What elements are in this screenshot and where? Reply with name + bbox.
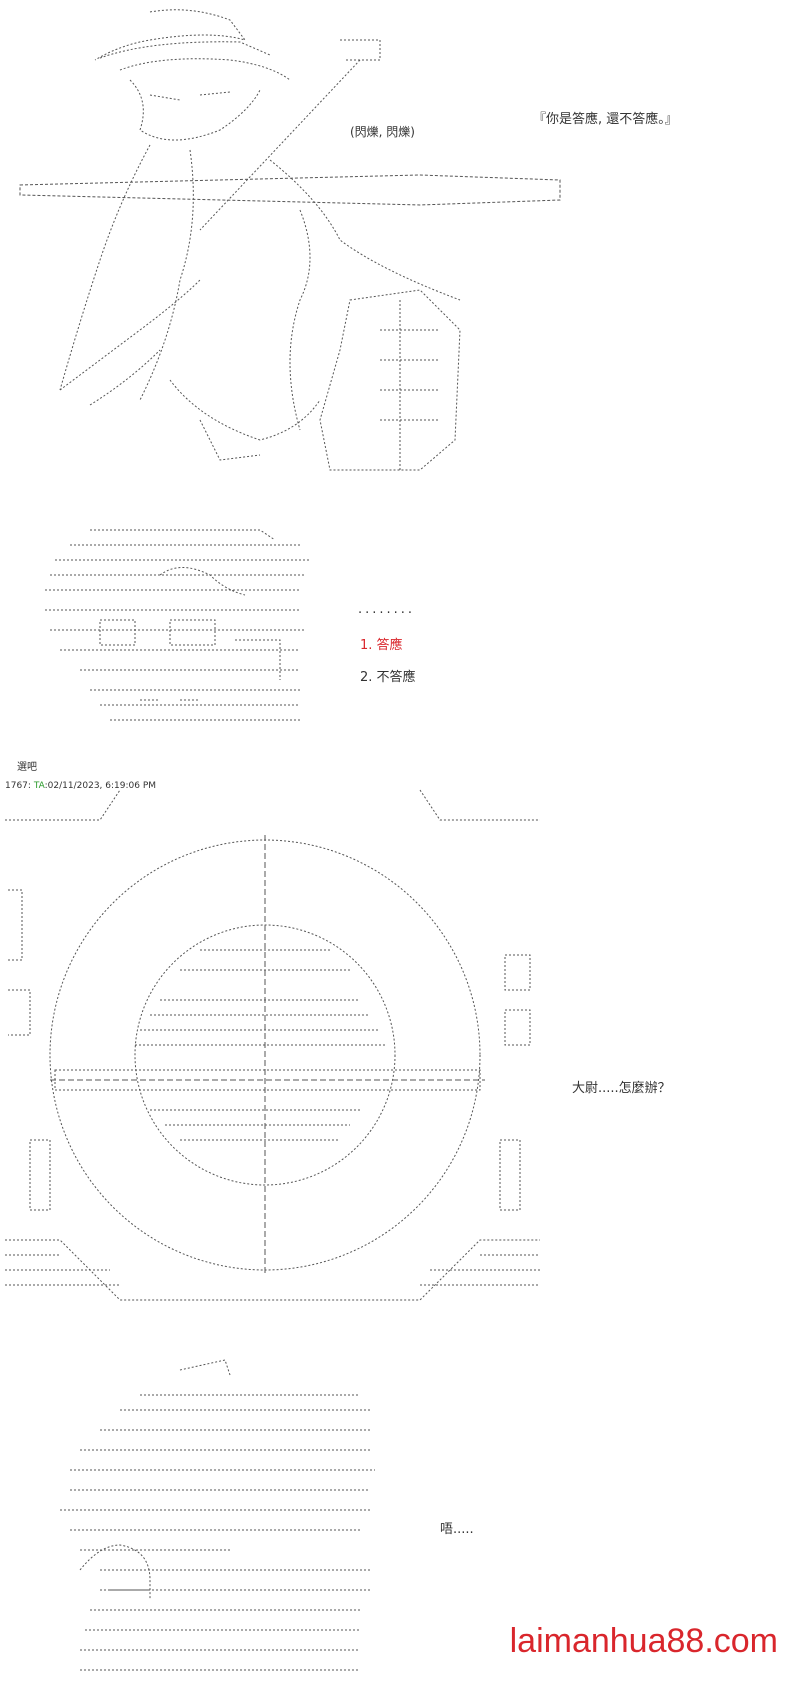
panel2-ellipsis: ........ (358, 602, 416, 617)
panel4-face-art (60, 1359, 375, 1671)
watermark: laimanhua88.com (509, 1622, 778, 1660)
panel1-dialogue: 『你是答應, 還不答應。』 (533, 112, 678, 127)
post-timestamp: 02/11/2023, 6:19:06 PM (47, 781, 157, 791)
panel3-dialogue: 大尉.....怎麼辦？ (572, 1081, 671, 1096)
panel4-dialogue: 唔..... (440, 1522, 474, 1537)
panel1-figure-art (19, 9, 561, 471)
post-author: TA (33, 781, 45, 791)
panel2-face-art (45, 529, 310, 721)
panel2-caption: 選吧 (17, 762, 37, 773)
panel1-sfx-text: (閃爍, 閃爍) (350, 125, 415, 139)
panel3-scope-art (5, 789, 540, 1301)
post-number: 1767 (5, 781, 28, 791)
choice-refuse: 2. 不答應 (360, 670, 416, 685)
post-meta: 1767: TA:02/11/2023, 6:19:06 PM (5, 781, 157, 791)
choice-accept: 1. 答應 (360, 638, 403, 653)
